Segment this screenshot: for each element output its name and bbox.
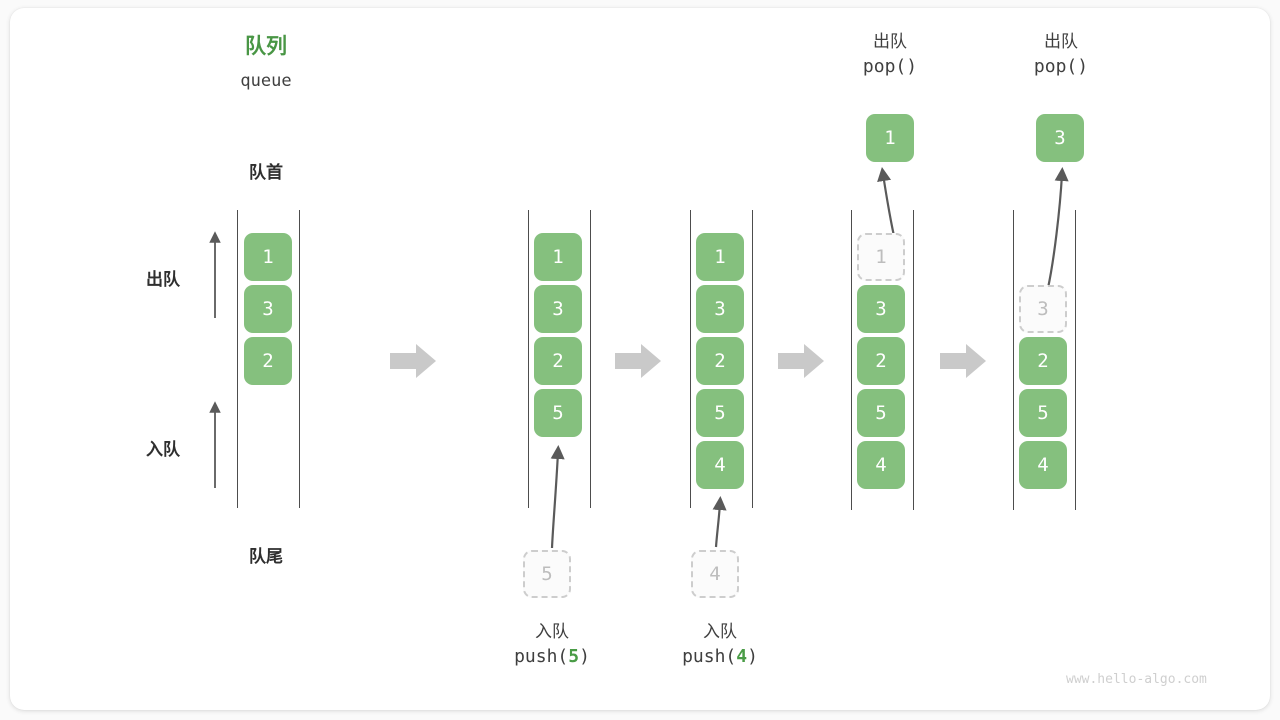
queue-cell: 4 [1019, 441, 1067, 489]
popped-element: 3 [1036, 114, 1084, 162]
queue-rail-left-col2 [528, 210, 529, 508]
operation-call-close: ) [579, 646, 590, 667]
step-arrow-icon [390, 344, 436, 378]
queue-cell: 1 [244, 233, 292, 281]
popped-element: 1 [866, 114, 914, 162]
push-arrow-icon [712, 495, 727, 548]
queue-cell: 3 [696, 285, 744, 333]
push-arrow-icon [550, 444, 565, 549]
operation-call-text: pop( [1033, 56, 1078, 77]
queue-rail-right-col3 [752, 210, 753, 508]
queue-cell: 2 [857, 337, 905, 385]
operation-label-cn: 入队 [703, 622, 737, 641]
queue-cell: 5 [534, 389, 582, 437]
queue-cell: 2 [534, 337, 582, 385]
queue-cell-ghost: 1 [857, 233, 905, 281]
operation-call-close: ) [1077, 56, 1089, 77]
enqueue-direction-label: 入队 [146, 440, 180, 459]
operation-label-code: pop() [983, 54, 1139, 80]
queue-rail-right-col5 [1075, 210, 1076, 510]
operation-arg-value: 5 [568, 646, 580, 667]
diagram-title-en: queue [240, 71, 292, 91]
operation-label-code: pop() [812, 54, 968, 80]
queue-rail-left-col5 [1013, 210, 1014, 510]
operation-label-code: push(5) [462, 644, 642, 670]
operation-label-push-5: 入队 push(5) [462, 620, 642, 670]
step-arrow-icon [778, 344, 824, 378]
site-watermark: www.hello-algo.com [1066, 672, 1207, 687]
operation-call-text: pop( [862, 56, 907, 77]
queue-cell: 3 [857, 285, 905, 333]
step-arrow-icon [615, 344, 661, 378]
operation-call-close: ) [906, 56, 918, 77]
operation-label-pop-3: 出队 pop() [983, 30, 1139, 80]
operation-arg-value: 4 [736, 646, 748, 667]
operation-call-text: push( [682, 646, 737, 667]
queue-rail-right-col1 [299, 210, 300, 508]
operation-label-cn: 入队 [535, 622, 569, 641]
operation-label-cn: 出队 [873, 32, 907, 51]
operation-label-cn: 出队 [1044, 32, 1078, 51]
queue-cell: 5 [857, 389, 905, 437]
incoming-element-ghost: 4 [691, 550, 739, 598]
diagram-stage: 队列 queue 队首 队尾 出队 入队 1 3 2 [10, 8, 1270, 710]
queue-cell: 5 [1019, 389, 1067, 437]
queue-cell: 1 [534, 233, 582, 281]
dequeue-direction-arrow-icon [209, 231, 221, 318]
queue-cell-ghost: 3 [1019, 285, 1067, 333]
operation-label-pop-1: 出队 pop() [812, 30, 968, 80]
step-arrow-icon [940, 344, 986, 378]
queue-cell: 2 [1019, 337, 1067, 385]
queue-cell: 1 [696, 233, 744, 281]
operation-label-code: push(4) [630, 644, 810, 670]
pop-arrow-icon [877, 167, 896, 237]
queue-cell: 5 [696, 389, 744, 437]
queue-cell: 3 [244, 285, 292, 333]
operation-call-close: ) [747, 646, 758, 667]
enqueue-direction-arrow-icon [209, 401, 221, 488]
incoming-element-ghost: 5 [523, 550, 571, 598]
queue-cell: 3 [534, 285, 582, 333]
queue-rear-label: 队尾 [249, 547, 283, 566]
queue-cell: 2 [244, 337, 292, 385]
queue-rail-left-col1 [237, 210, 238, 508]
diagram-card: 队列 queue 队首 队尾 出队 入队 1 3 2 [10, 8, 1270, 710]
queue-front-label: 队首 [249, 163, 283, 182]
pop-arrow-icon [1046, 166, 1069, 289]
queue-rail-right-col2 [590, 210, 591, 508]
queue-cell: 4 [696, 441, 744, 489]
diagram-title-cn: 队列 [245, 35, 287, 58]
queue-cell: 2 [696, 337, 744, 385]
queue-rail-left-col3 [690, 210, 691, 508]
dequeue-direction-label: 出队 [146, 270, 180, 289]
queue-rail-left-col4 [851, 210, 852, 510]
operation-label-push-4: 入队 push(4) [630, 620, 810, 670]
queue-rail-right-col4 [913, 210, 914, 510]
operation-call-text: push( [514, 646, 569, 667]
queue-cell: 4 [857, 441, 905, 489]
